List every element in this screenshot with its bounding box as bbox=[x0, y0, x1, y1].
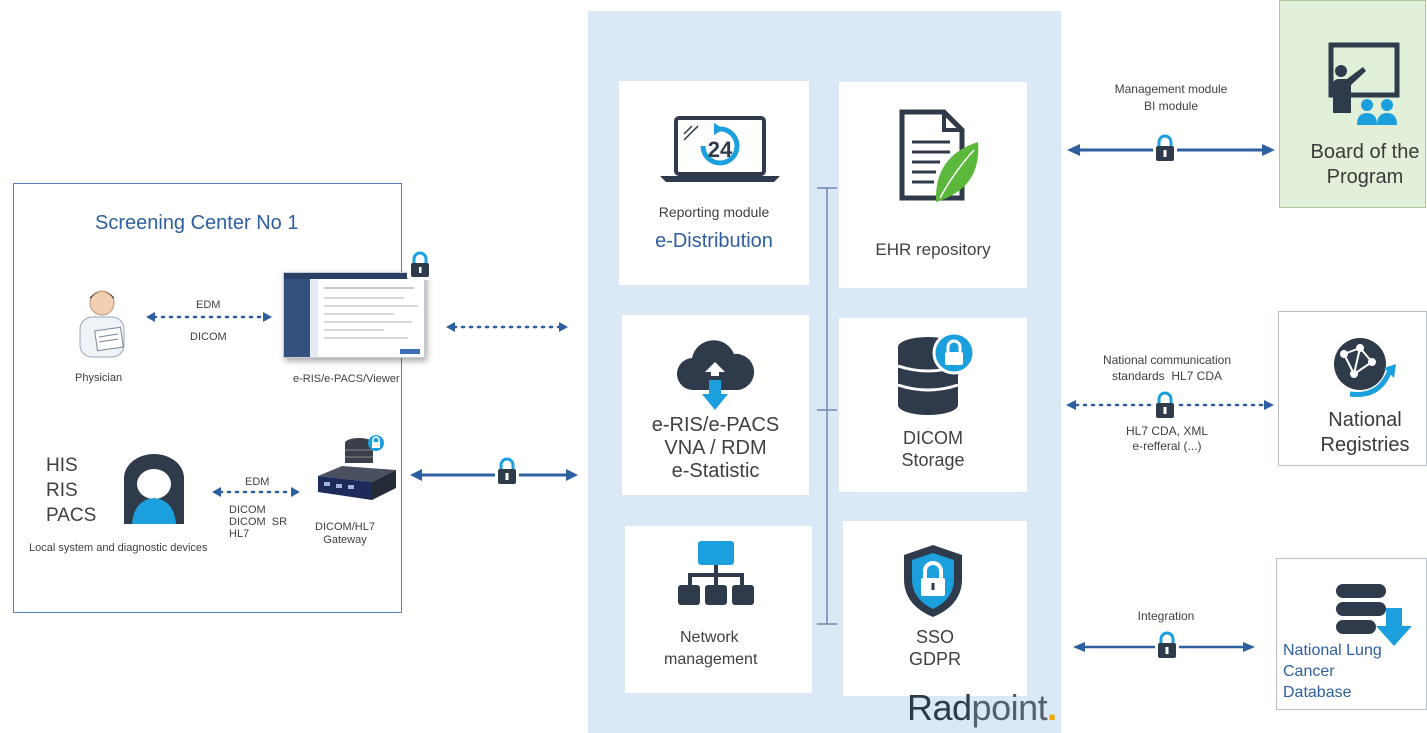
registries-caption-line: e-refferal (...) bbox=[1132, 439, 1202, 453]
shield-lock-icon bbox=[904, 545, 962, 617]
radpoint-logo: Radpoint. bbox=[907, 688, 1057, 728]
logo-dot: . bbox=[1047, 687, 1057, 728]
screening-center-box bbox=[13, 183, 402, 613]
pacs-service-line: e-RIS/e-PACS bbox=[651, 414, 780, 436]
registries-line: National bbox=[1328, 409, 1402, 431]
integration-caption: Integration bbox=[1137, 609, 1195, 623]
lung-link-lock-icon bbox=[1155, 630, 1179, 660]
gateway-device-icon bbox=[318, 435, 396, 500]
database-download-icon bbox=[1336, 584, 1412, 646]
registries-caption-line: standards HL7 CDA bbox=[1111, 369, 1223, 383]
logo-light: point bbox=[971, 687, 1048, 728]
lung-db-line: National Lung bbox=[1283, 642, 1382, 659]
viewer-label: e-RIS/e-PACS/Viewer bbox=[293, 373, 400, 385]
registries-line: Registries bbox=[1320, 434, 1410, 456]
link2-protocols: DICOM DICOM SR HL7 bbox=[229, 504, 287, 540]
network-line: Network bbox=[680, 629, 739, 646]
board-caption-line: Management module bbox=[1114, 82, 1228, 96]
gateway-label-line: Gateway bbox=[323, 534, 367, 546]
registries-caption-top: National communication standards HL7 CDA bbox=[1082, 352, 1252, 384]
dicom-storage-line: DICOM bbox=[903, 428, 963, 448]
viewer-screenshot bbox=[283, 272, 425, 358]
physician-icon bbox=[79, 290, 125, 358]
gateway-link-lock-icon bbox=[495, 456, 519, 486]
secure-arrow-gateway-platform bbox=[410, 469, 578, 481]
platform-bus-line bbox=[817, 187, 837, 625]
lung-db-line: Cancer bbox=[1283, 663, 1335, 680]
local-systems-caption: Local system and diagnostic devices bbox=[29, 542, 208, 554]
ehr-repository-label: EHR repository bbox=[875, 240, 991, 259]
logo-strong: Rad bbox=[907, 687, 972, 728]
national-lung-cancer-database-label: National Lung Cancer Database bbox=[1283, 640, 1382, 703]
local-systems-list: HIS RIS PACS bbox=[46, 453, 96, 528]
reporting-module-card bbox=[619, 81, 809, 285]
pacs-service-line: e-Statistic bbox=[671, 460, 760, 482]
sso-gdpr-label: SSO GDPR bbox=[843, 626, 1027, 670]
viewer-lock-icon bbox=[407, 250, 433, 280]
network-tree-icon bbox=[678, 541, 754, 605]
network-management-label: Network management bbox=[664, 627, 757, 671]
physician-label: Physician bbox=[75, 372, 123, 384]
laptop-24-icon bbox=[660, 116, 780, 182]
protocol-item: HL7 bbox=[229, 528, 250, 540]
ct-scanner-icon bbox=[124, 454, 184, 524]
board-of-program-label: Board of the Program bbox=[1295, 140, 1427, 190]
link2-top-label: EDM bbox=[245, 476, 270, 488]
gateway-label-line: DICOM/HL7 bbox=[315, 521, 375, 533]
registries-caption-bottom: HL7 CDA, XML e-refferal (...) bbox=[1082, 424, 1252, 454]
registries-link-lock-icon bbox=[1153, 390, 1177, 420]
national-registries-label: National Registries bbox=[1295, 408, 1427, 458]
protocol-item: DICOM SR bbox=[229, 516, 288, 528]
board-link-lock-icon bbox=[1153, 133, 1177, 163]
reporting-badge: 24 bbox=[707, 137, 733, 162]
globe-network-icon bbox=[1334, 338, 1396, 397]
dotted-arrow-local-gateway bbox=[212, 487, 300, 497]
presentation-board-icon bbox=[1328, 42, 1400, 125]
dicom-storage-line: Storage bbox=[901, 450, 965, 470]
network-line: management bbox=[664, 651, 758, 668]
board-link-caption: Management module BI module bbox=[1086, 81, 1256, 115]
dicom-storage-label: DICOM Storage bbox=[839, 427, 1027, 471]
link1-top-label: EDM bbox=[196, 299, 221, 311]
dotted-arrow-registries bbox=[1066, 400, 1274, 410]
protocol-item: DICOM bbox=[229, 504, 266, 516]
sso-line: GDPR bbox=[908, 649, 961, 669]
link1-bottom-label: DICOM bbox=[190, 331, 227, 343]
dotted-arrow-physician-viewer bbox=[146, 312, 272, 322]
e-distribution-label: e-Distribution bbox=[655, 230, 773, 252]
pacs-service-line: VNA / RDM bbox=[664, 437, 767, 459]
cloud-upload-icon bbox=[676, 340, 755, 410]
sso-line: SSO bbox=[915, 627, 954, 647]
board-caption-line: BI module bbox=[1143, 99, 1199, 113]
board-of-program-box bbox=[1279, 0, 1426, 208]
database-lock-icon bbox=[897, 331, 976, 415]
lung-db-line: Database bbox=[1283, 684, 1352, 701]
local-system-item: HIS bbox=[46, 455, 78, 476]
registries-caption-line: National communication bbox=[1102, 353, 1232, 367]
board-line: Program bbox=[1326, 166, 1404, 188]
gateway-label: DICOM/HL7 Gateway bbox=[310, 521, 380, 547]
board-line: Board of the bbox=[1310, 141, 1420, 163]
document-leaf-icon bbox=[899, 109, 979, 202]
registries-caption-line: HL7 CDA, XML bbox=[1125, 424, 1209, 438]
pacs-services-label: e-RIS/e-PACS VNA / RDM e-Statistic bbox=[622, 414, 809, 483]
local-system-item: PACS bbox=[46, 505, 97, 526]
reporting-module-label: Reporting module bbox=[658, 204, 770, 220]
dotted-arrow-viewer-platform bbox=[446, 322, 568, 332]
local-system-item: RIS bbox=[46, 480, 78, 501]
screening-center-title: Screening Center No 1 bbox=[95, 212, 299, 234]
